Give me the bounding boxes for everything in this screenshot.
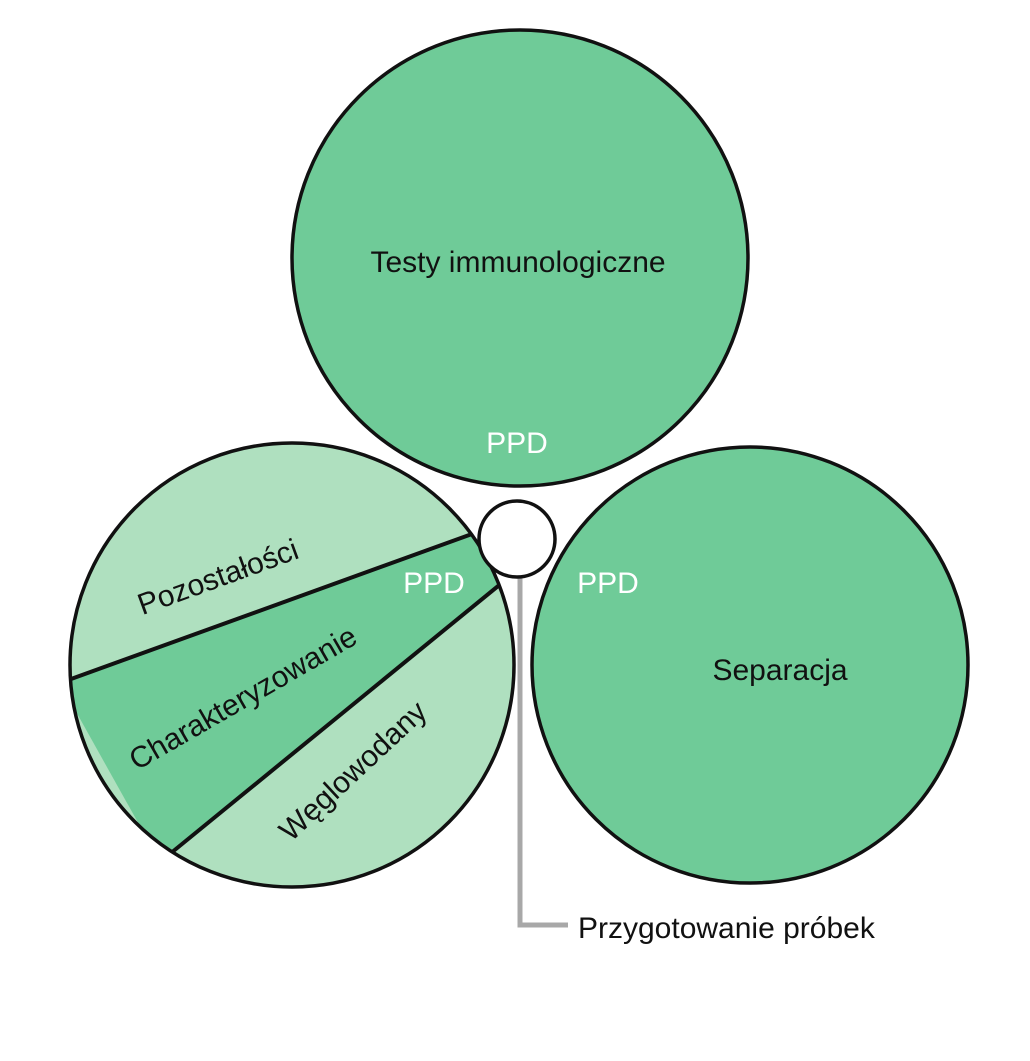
label-center: Przygotowanie próbek (578, 912, 876, 945)
circle-top-outline (290, 28, 750, 488)
circle-left (70, 443, 514, 887)
label-right: Separacja (712, 654, 847, 687)
label-top: Testy immunologiczne (370, 246, 665, 279)
circle-right (532, 447, 968, 883)
circle-left-outline (68, 441, 516, 889)
label-ppd-right: PPD (577, 567, 639, 600)
band-divider-1 (70, 511, 514, 685)
circle-top (292, 30, 748, 486)
label-ppd-top: PPD (486, 427, 548, 460)
band-divider-2 (158, 558, 514, 864)
label-ppd-left: PPD (403, 567, 465, 600)
center-circle (477, 499, 557, 579)
band-charakteryzowanie (70, 513, 514, 862)
circle-right-outline (530, 445, 970, 885)
connector-line (517, 560, 568, 928)
